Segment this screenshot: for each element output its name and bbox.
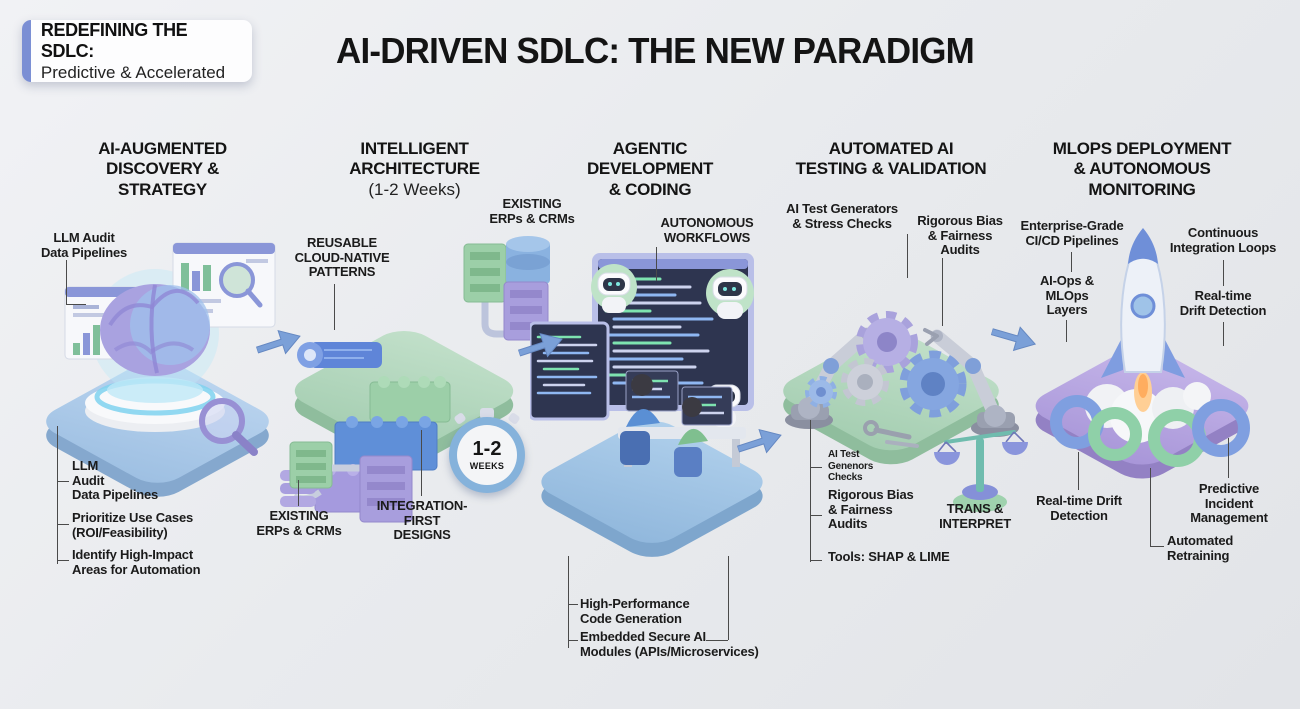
label-drift-detection-top: Real-time Drift Detection xyxy=(1179,288,1267,318)
wrench-icon xyxy=(863,420,919,448)
stopwatch-face: 1-2 WEEKS xyxy=(457,425,517,485)
stopwatch-timer: 1-2 WEEKS xyxy=(449,408,525,493)
badge-title: REDEFINING THE SDLC: xyxy=(40,19,188,61)
magnifier-icon xyxy=(199,398,258,456)
developer-figure xyxy=(674,397,708,477)
discovery-illustration xyxy=(64,242,276,456)
label-llm-audit-bottom: LLM Audit Data Pipelines xyxy=(72,458,159,503)
gear-icon xyxy=(841,358,889,406)
label-predictive-incident: Predictive Incident Management xyxy=(1190,481,1268,526)
architecture-illustration xyxy=(280,236,550,523)
rocket-fin-left xyxy=(1101,332,1125,378)
stopwatch-duration: 1-2 xyxy=(472,438,502,460)
label-cicd-pipelines: Enterprise-Grade CI/CD Pipelines xyxy=(1020,218,1124,248)
badge-subtitle: Predictive & Accelerated xyxy=(40,62,226,82)
gear-icon xyxy=(899,350,967,418)
label-ai-test-small: AI Test Genenors Checks xyxy=(828,449,874,483)
gear-icon xyxy=(805,376,837,408)
stage-3-heading: AGENTIC DEVELOPMENT & CODING xyxy=(586,139,714,199)
label-drift-detection-bottom: Real-time Drift Detection xyxy=(1036,493,1122,523)
infinity-loop-icon xyxy=(1148,399,1250,467)
rocket-fin-right xyxy=(1161,332,1185,378)
stage-2-heading-sub: (1-2 Weeks) xyxy=(368,180,461,199)
label-autonomous-workflows: AUTONOMOUS WORKFLOWS xyxy=(660,215,754,245)
rocket-window xyxy=(1130,293,1156,319)
label-reusable-patterns: REUSABLE CLOUD-NATIVE PATTERNS xyxy=(294,235,390,280)
label-ai-test-generators: AI Test Generators & Stress Checks xyxy=(786,201,898,231)
infinity-loop-icon xyxy=(1050,395,1142,461)
developer-workstation xyxy=(618,370,746,477)
label-high-performance: High-Performance Code Generation xyxy=(580,596,690,626)
hologram-disc xyxy=(107,377,203,403)
flow-arrow-3 xyxy=(736,428,782,454)
label-continuous-loops: Continuous Integration Loops xyxy=(1169,225,1277,255)
label-aiops-mlops-layers: AI-Ops & MLOps Layers xyxy=(1039,273,1094,318)
rocket-icon xyxy=(1101,228,1185,412)
page-title: AI-DRIVEN SDLC: THE NEW PARADIGM xyxy=(336,30,975,71)
badge-text: REDEFINING THE SDLC: Predictive & Accele… xyxy=(31,14,252,89)
rocket-nose xyxy=(1128,228,1158,264)
developer-figure xyxy=(620,374,660,465)
label-automated-retraining: Automated Retraining xyxy=(1167,533,1234,563)
badge-accent-bar xyxy=(22,20,31,82)
stage-1-heading: AI-AUGMENTED DISCOVERY & STRATEGY xyxy=(98,139,227,199)
magnifier-chart-icon xyxy=(219,262,255,298)
stopwatch-crown xyxy=(480,408,494,419)
testing-illustration xyxy=(785,311,1028,512)
mlops-illustration xyxy=(1050,228,1250,467)
label-tools-shap-lime: Tools: SHAP & LIME xyxy=(828,549,950,564)
label-embedded-secure-ai: Embedded Secure AI Modules (APIs/Microse… xyxy=(580,629,759,659)
label-rigorous-bias-top: Rigorous Bias & Fairness Audits xyxy=(917,213,1003,258)
header-badge: REDEFINING THE SDLC: Predictive & Accele… xyxy=(22,20,252,82)
label-integration-first: INTEGRATION- FIRST DESIGNS xyxy=(376,498,468,543)
robot-icon xyxy=(706,269,754,319)
flow-arrow-1 xyxy=(255,329,301,355)
label-llm-audit-top: LLM Audit Data Pipelines xyxy=(40,230,128,260)
robot-icon xyxy=(591,264,637,313)
label-trans-interpret: TRANS & INTERPRET xyxy=(939,501,1011,531)
blueprint-roll-icon xyxy=(297,342,382,368)
label-existing-erps-bottom: EXISTING ERPs & CRMs xyxy=(256,508,342,538)
scales-icon xyxy=(934,430,1028,512)
development-illustration xyxy=(530,253,754,477)
flow-arrow-4 xyxy=(990,326,1037,352)
stage-5-heading: MLOPS DEPLOYMENT & AUTONOMOUS MONITORING xyxy=(1052,139,1232,199)
flow-arrow-2 xyxy=(517,332,563,358)
label-rigorous-bias-bottom: Rigorous Bias & Fairness Audits xyxy=(828,487,914,532)
brain-icon xyxy=(100,284,210,376)
label-identify-high-impact: Identify High-Impact Areas for Automatio… xyxy=(72,547,201,577)
label-existing-erps-top: EXISTING ERPs & CRMs xyxy=(489,196,575,226)
stage-4-heading: AUTOMATED AI TESTING & VALIDATION xyxy=(795,139,987,179)
stage-2-heading: INTELLIGENT ARCHITECTURE xyxy=(349,139,480,179)
gear-icon xyxy=(856,311,918,373)
stopwatch-unit: WEEKS xyxy=(469,461,505,471)
label-prioritize-use-cases: Prioritize Use Cases (ROI/Feasibility) xyxy=(72,510,194,540)
